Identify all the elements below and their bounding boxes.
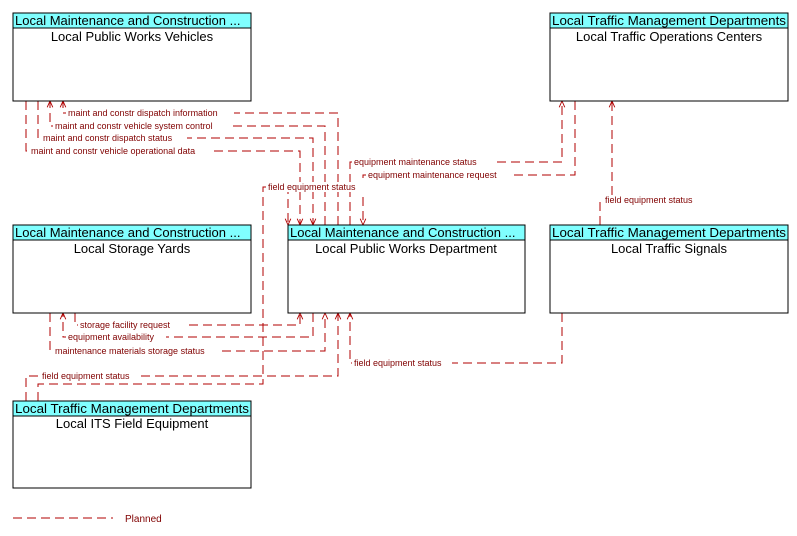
node-header: Local Traffic Management Departments (552, 225, 787, 240)
legend: Planned (13, 514, 162, 525)
flow-label: maint and constr dispatch status (43, 133, 173, 143)
node-traffic-signals[interactable]: Local Traffic Management Departments Loc… (549, 224, 789, 314)
flow-labels: maint and constr dispatch information ma… (29, 108, 703, 381)
node-header: Local Traffic Management Departments (15, 401, 250, 416)
node-header: Local Traffic Management Departments (552, 13, 787, 28)
flow-equipment-availability[interactable] (63, 313, 314, 338)
flow-label: field equipment status (354, 358, 442, 368)
flow-field-equipment-status-its-pwd[interactable] (25, 313, 338, 401)
flow-field-equipment-status-its-top[interactable] (37, 186, 288, 401)
flow-vehicle-operational-data[interactable] (25, 101, 300, 225)
legend-planned-label: Planned (125, 514, 162, 525)
flow-label: field equipment status (268, 182, 356, 192)
node-public-works-vehicles[interactable]: Local Maintenance and Construction ... L… (12, 12, 252, 102)
flow-label: maint and constr vehicle system control (55, 121, 213, 131)
flow-dispatch-information[interactable] (63, 101, 339, 225)
flow-field-equipment-status-signals-pwd[interactable] (350, 313, 563, 364)
flow-label: maint and constr dispatch information (68, 108, 218, 118)
node-header: Local Maintenance and Construction ... (290, 225, 515, 240)
node-its-field-equipment[interactable]: Local Traffic Management Departments Loc… (12, 400, 252, 489)
node-name: Local Public Works Department (315, 241, 497, 256)
node-name: Local Traffic Signals (611, 241, 728, 256)
node-name: Local ITS Field Equipment (56, 416, 209, 431)
flow-vehicle-system-control[interactable] (50, 101, 326, 225)
flow-label: equipment maintenance request (368, 170, 497, 180)
flow-dispatch-status[interactable] (37, 101, 313, 225)
node-header: Local Maintenance and Construction ... (15, 13, 240, 28)
node-name: Local Public Works Vehicles (51, 29, 214, 44)
node-name: Local Traffic Operations Centers (576, 29, 763, 44)
flow-label: storage facility request (80, 320, 171, 330)
flow-label: field equipment status (605, 195, 693, 205)
flow-label: maint and constr vehicle operational dat… (31, 146, 195, 156)
flow-label: field equipment status (42, 371, 130, 381)
node-header: Local Maintenance and Construction ... (15, 225, 240, 240)
flow-equipment-maintenance-request[interactable] (363, 101, 576, 225)
node-public-works-department[interactable]: Local Maintenance and Construction ... L… (287, 224, 526, 314)
node-storage-yards[interactable]: Local Maintenance and Construction ... L… (12, 224, 252, 314)
node-name: Local Storage Yards (74, 241, 191, 256)
flow-label: maintenance materials storage status (55, 346, 205, 356)
flow-label: equipment maintenance status (354, 157, 477, 167)
node-traffic-operations-centers[interactable]: Local Traffic Management Departments Loc… (549, 12, 789, 102)
flow-storage-facility-request[interactable] (74, 313, 300, 326)
flow-field-equipment-status-signals-toc[interactable] (599, 101, 612, 225)
flow-label: equipment availability (68, 332, 155, 342)
